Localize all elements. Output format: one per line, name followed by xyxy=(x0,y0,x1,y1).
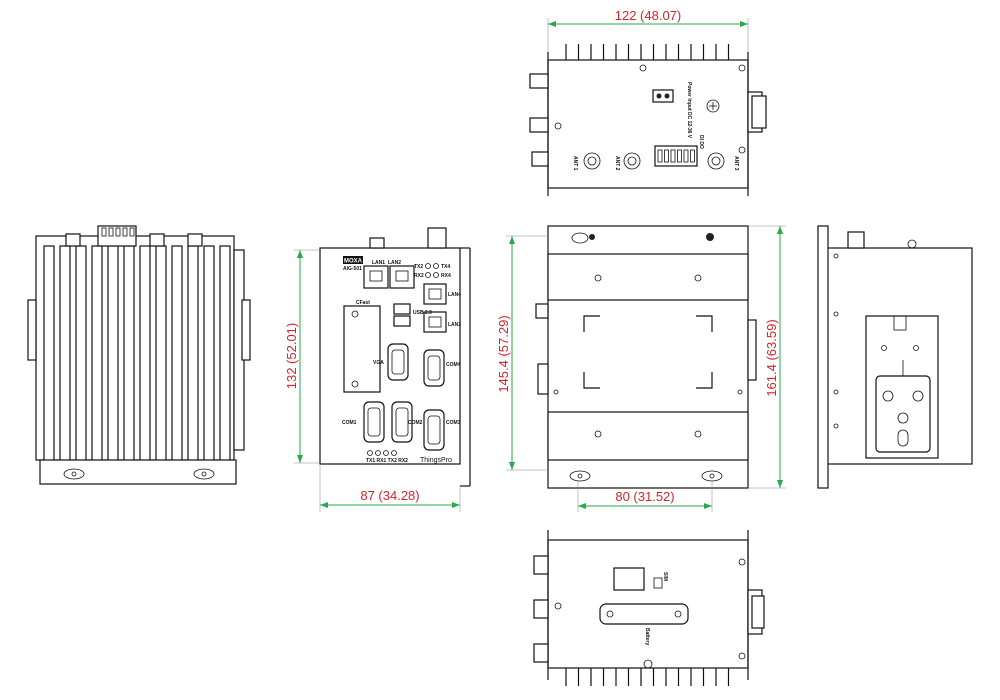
com3-label: COM3 xyxy=(446,420,461,426)
usb-label: USB 2.0 xyxy=(413,310,432,316)
heat-fin xyxy=(43,245,55,465)
connector-pin xyxy=(129,227,135,237)
rear-view: 145.4 (57.29) 161.4 (63.59) 80 (31.52) xyxy=(496,225,786,512)
bottom-leds-label: TX1 RX1 TX2 RX2 xyxy=(366,458,408,464)
left-side-view xyxy=(27,225,251,485)
dim-front-width: 87 (34.28) xyxy=(360,488,419,503)
tx2-label: TX2 xyxy=(414,264,423,270)
heat-fin xyxy=(123,245,135,465)
rx2-label: RX2 xyxy=(414,273,424,279)
dim-rear-height: 145.4 (57.29) xyxy=(496,315,511,392)
ant3-label: ANT 3 xyxy=(733,156,739,171)
com4-label: COM4 xyxy=(446,362,461,368)
heat-fin xyxy=(91,245,103,465)
heat-fin xyxy=(107,245,119,465)
heat-fin xyxy=(139,245,151,465)
heat-fin xyxy=(171,245,183,465)
top-view: Power Input DC 12-36 V DI DO ANT 1 ANT 2… xyxy=(529,8,767,196)
dim-rear-total-height: 161.4 (63.59) xyxy=(764,319,779,396)
heat-fin xyxy=(219,245,231,465)
tx4-label: TX4 xyxy=(441,264,450,270)
heat-fin xyxy=(59,245,71,465)
vga-label: VGA xyxy=(373,360,384,366)
connector-pin xyxy=(108,227,114,237)
terminal-pin xyxy=(670,149,676,163)
lan4-label: LAN4 xyxy=(448,292,461,298)
top-view-fins xyxy=(565,44,730,60)
moxa-logo: MOXA xyxy=(344,259,363,265)
right-side-view xyxy=(817,225,973,489)
ant1-label: ANT 1 xyxy=(572,156,578,171)
com2-label: COM2 xyxy=(408,420,423,426)
terminal-pin xyxy=(683,149,689,163)
dio-label: DI DO xyxy=(698,135,704,149)
heat-fin xyxy=(187,245,199,465)
connector-pin xyxy=(101,227,107,237)
rx4-label: RX4 xyxy=(441,273,451,279)
heat-fin xyxy=(75,245,87,465)
heat-fin xyxy=(203,245,215,465)
front-panel-view: MOXA AIG-501 LAN1 LAN2 TX2 RX2 TX4 RX4 L… xyxy=(284,227,471,512)
sim-label: SIM xyxy=(662,572,668,581)
model-label: AIG-501 xyxy=(343,266,362,272)
battery-label: Battery xyxy=(644,628,650,645)
bottom-view: SIM Battery xyxy=(533,530,765,686)
thingspro-label: ThingsPro xyxy=(420,457,452,464)
connector-pin xyxy=(115,227,121,237)
lan2-label: LAN2 xyxy=(388,260,401,266)
ant2-label: ANT 2 xyxy=(614,156,620,171)
dim-rear-bracket-width: 80 (31.52) xyxy=(615,489,674,504)
dim-top-width: 122 (48.07) xyxy=(615,8,682,23)
heat-fin xyxy=(155,245,167,465)
terminal-pin xyxy=(677,149,682,163)
terminal-pin xyxy=(664,149,669,163)
power-input-label: Power Input DC 12-36 V xyxy=(686,82,692,139)
terminal-pin xyxy=(657,149,663,163)
lan1-label: LAN1 xyxy=(372,260,385,266)
com1-label: COM1 xyxy=(342,420,357,426)
dim-front-height: 132 (52.01) xyxy=(284,323,299,390)
connector-pin xyxy=(122,227,128,237)
terminal-pin xyxy=(690,149,695,163)
cfast-label: CFast xyxy=(356,300,370,306)
lan3-label: LAN3 xyxy=(448,322,461,328)
